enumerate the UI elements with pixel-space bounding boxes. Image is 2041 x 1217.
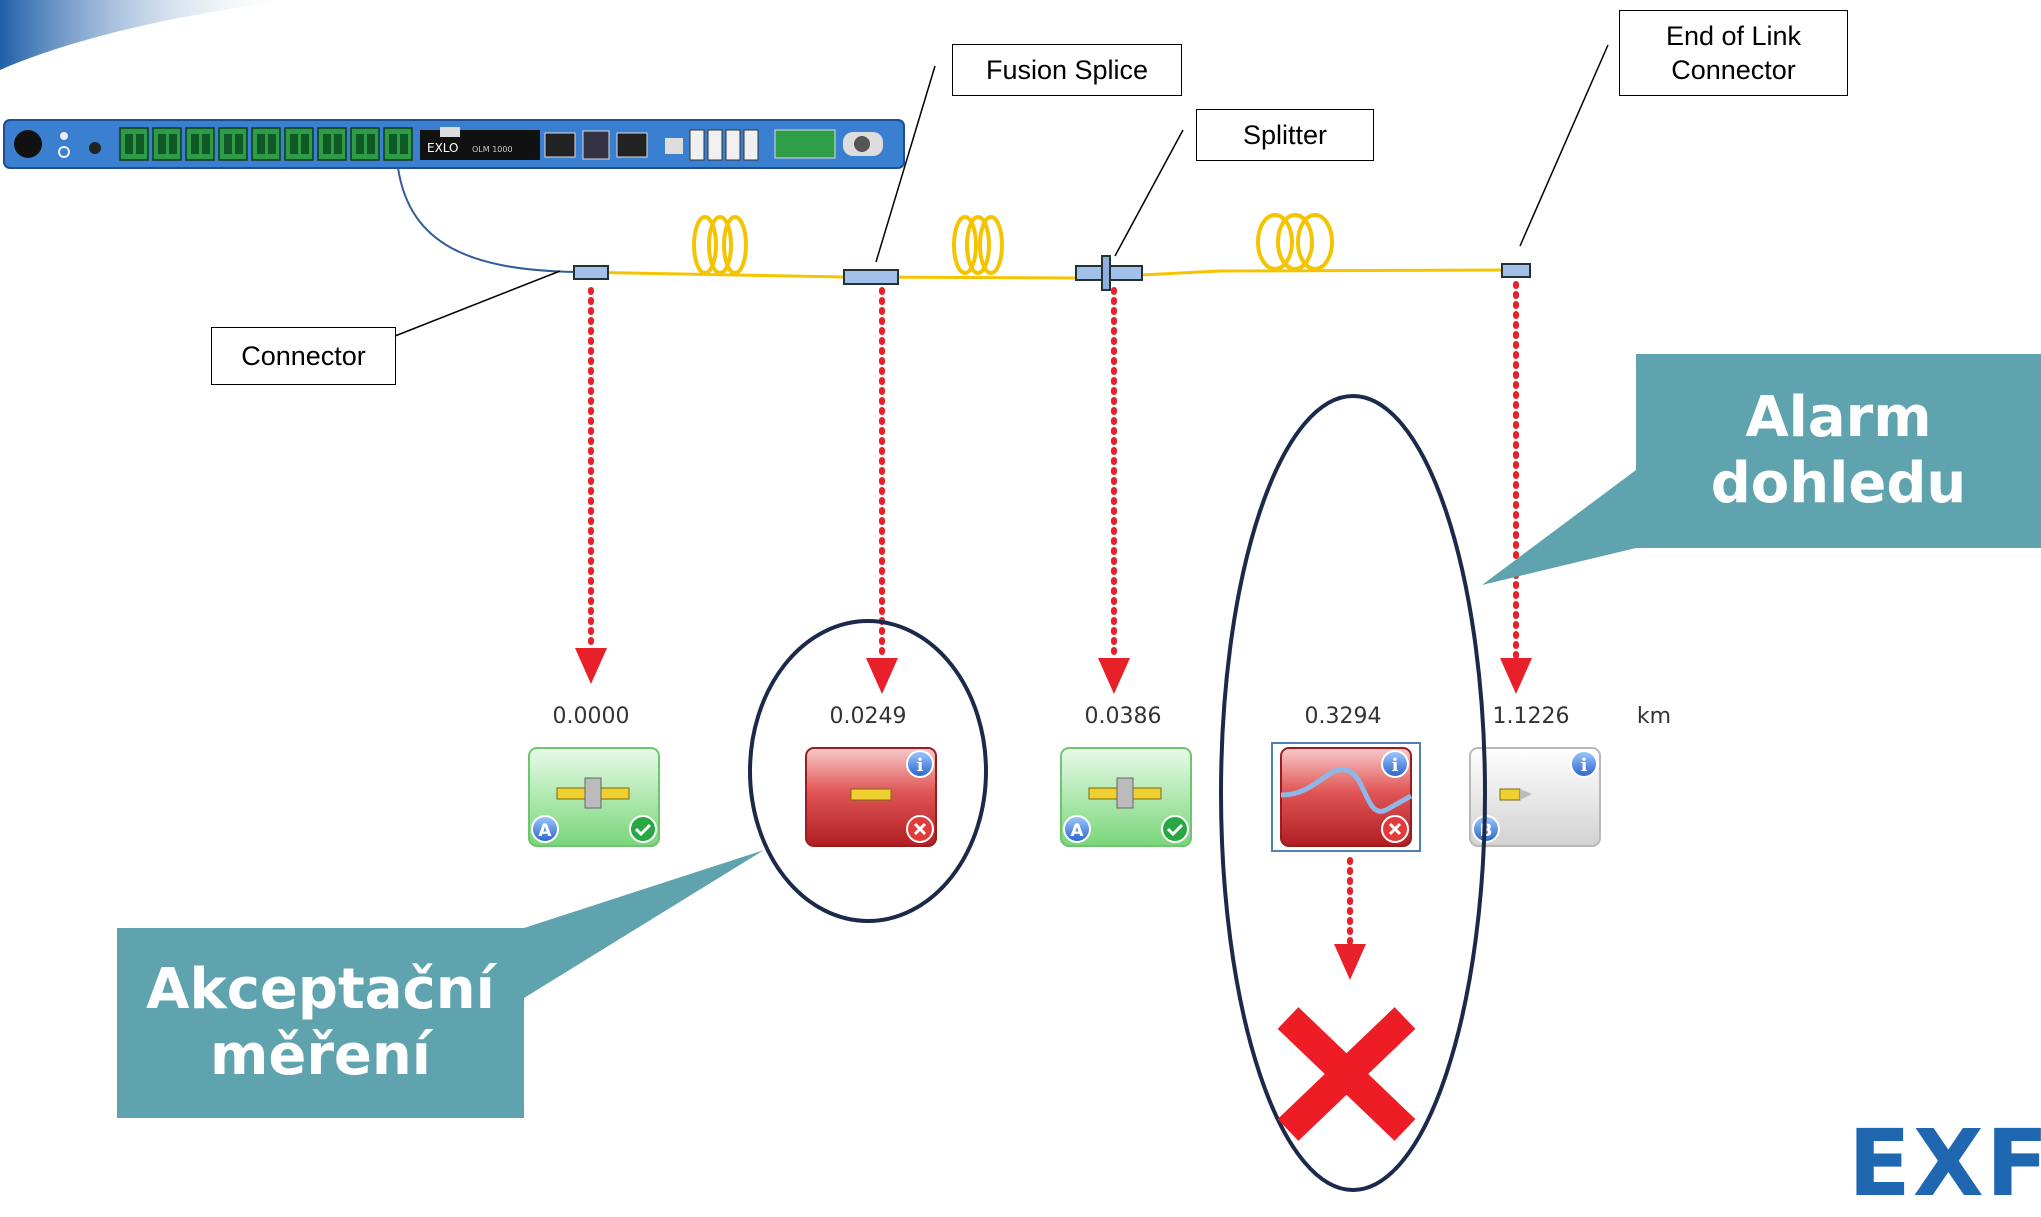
splitter-marker-body	[1101, 255, 1111, 291]
distance-unit: km	[1636, 704, 1672, 729]
info-icon: i	[1381, 750, 1409, 778]
leader-fusion-splice	[875, 65, 936, 263]
fiber-coil-2	[952, 215, 1004, 275]
fiber-coil-3	[1256, 213, 1334, 271]
optical-port	[152, 127, 182, 161]
svg-text:i: i	[917, 755, 924, 776]
fail-cross-icon	[906, 815, 934, 843]
svg-text:A: A	[1070, 821, 1084, 841]
event-arrow-5	[1334, 857, 1366, 980]
patch-cord	[397, 167, 576, 273]
event-tile-2: i	[805, 747, 937, 847]
distance-1: 0.0000	[552, 704, 630, 729]
connector-label: Connector	[211, 327, 396, 385]
svg-text:i: i	[1392, 755, 1399, 776]
olm-device: EXLO OLM 1000	[3, 119, 905, 169]
event-tile-4: i	[1271, 742, 1421, 852]
svg-text:A: A	[538, 821, 552, 841]
alarm-callout-tail	[1482, 470, 1636, 585]
leader-connector	[394, 270, 561, 337]
distance-3: 0.0386	[1084, 704, 1162, 729]
pass-check-icon	[1161, 815, 1189, 843]
optical-port	[185, 127, 215, 161]
leader-end-of-link	[1519, 44, 1609, 247]
end-of-link-label: End of Link Connector	[1619, 10, 1848, 96]
svg-text:i: i	[1581, 755, 1588, 776]
event-tile-3: A	[1060, 747, 1192, 847]
event-tile-5: iB	[1469, 747, 1601, 847]
event-tile-1: A	[528, 747, 660, 847]
connector-marker	[573, 265, 609, 280]
fail-cross-icon	[1381, 815, 1409, 843]
acceptance-oval	[748, 619, 988, 923]
leader-splitter	[1114, 129, 1184, 257]
device-brand: EXLO	[427, 141, 459, 155]
distance-5: 1.1226	[1492, 704, 1570, 729]
fusion-splice-label: Fusion Splice	[952, 44, 1182, 96]
optical-ports	[119, 127, 413, 161]
end-connector-marker	[1501, 263, 1531, 278]
info-icon: i	[1570, 750, 1598, 778]
end-a-badge-icon: A	[1063, 815, 1091, 843]
splitter-label: Splitter	[1196, 109, 1374, 161]
acceptance-callout: Akceptační měření	[117, 928, 524, 1118]
event-arrow-4	[1500, 281, 1532, 694]
end-a-badge-icon: A	[531, 815, 559, 843]
event-arrow-2	[866, 287, 898, 694]
distance-4: 0.3294	[1304, 704, 1382, 729]
fusion-splice-marker	[843, 269, 899, 285]
fiber-coil-1	[692, 215, 748, 275]
info-icon: i	[906, 750, 934, 778]
pass-check-icon	[629, 815, 657, 843]
exfo-logo: EXFO	[1848, 1110, 2041, 1217]
corner-swoosh	[0, 0, 300, 70]
event-arrow-3	[1098, 287, 1130, 694]
alarm-oval	[1219, 394, 1487, 1192]
distance-2: 0.0249	[829, 704, 907, 729]
alarm-callout: Alarm dohledu	[1636, 354, 2041, 548]
event-arrow-1	[575, 287, 607, 684]
event-arrows	[575, 281, 1532, 980]
selection-frame	[1271, 742, 1421, 852]
device-model: OLM 1000	[472, 145, 513, 154]
acceptance-callout-tail	[524, 850, 764, 998]
fiber-break-cross-icon	[1277, 1007, 1416, 1141]
